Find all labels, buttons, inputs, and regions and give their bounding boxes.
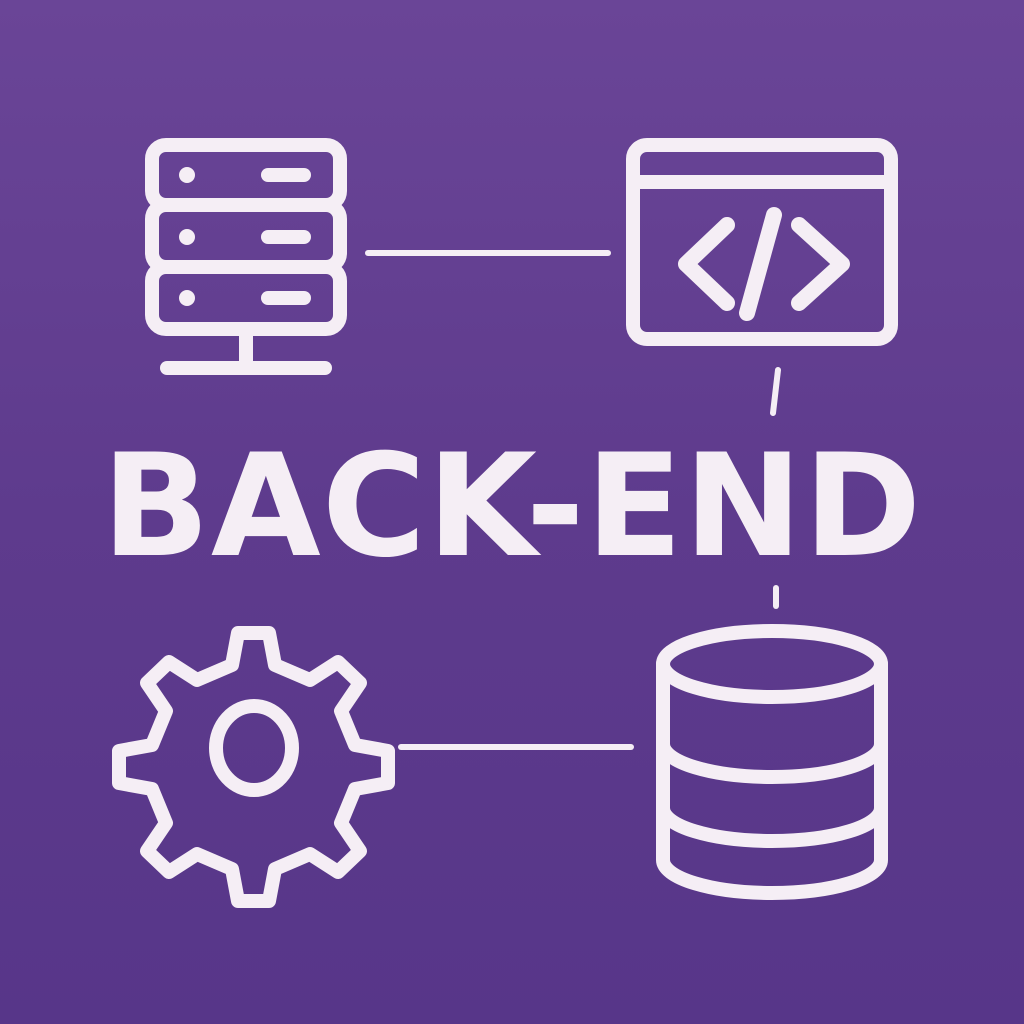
connector-code-to-database-upper bbox=[770, 367, 781, 416]
gear-center-ring bbox=[209, 699, 299, 797]
database-icon bbox=[656, 624, 888, 900]
gear-icon bbox=[112, 626, 395, 908]
diagram-title: BACK-END bbox=[101, 424, 923, 589]
server-rack-icon bbox=[145, 138, 347, 375]
code-window-icon bbox=[626, 138, 898, 346]
